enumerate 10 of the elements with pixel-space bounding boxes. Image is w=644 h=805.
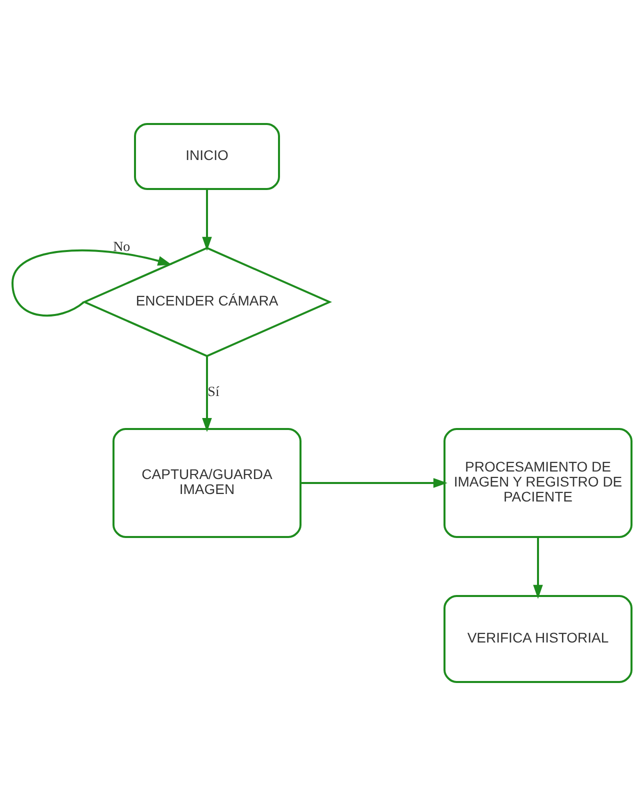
arrow xyxy=(12,249,172,316)
node-box: PROCESAMIENTO DE IMAGEN Y REGISTRO DE PACIENTE xyxy=(444,428,632,538)
node-box: CAPTURA/GUARDA IMAGEN xyxy=(112,428,302,538)
node-box: INICIO xyxy=(134,122,280,190)
arrow xyxy=(202,188,212,250)
arrow xyxy=(533,536,543,598)
node-box: VERIFICA HISTORIAL xyxy=(444,594,632,682)
arrow xyxy=(202,356,212,432)
arrow xyxy=(300,478,448,488)
edge-label: Sí xyxy=(208,384,220,400)
